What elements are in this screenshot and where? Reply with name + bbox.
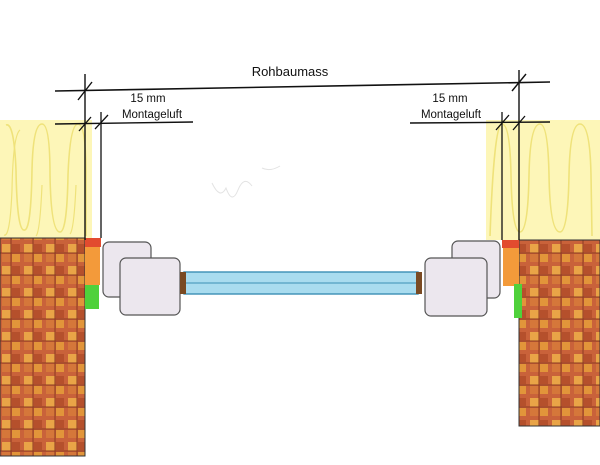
foam-right — [503, 248, 519, 286]
glass-pane — [180, 271, 422, 295]
dimension-left-gap — [54, 112, 194, 238]
seal-green-right — [514, 284, 522, 318]
right-gap-value: 15 mm — [432, 93, 467, 105]
brick-wall-right — [518, 239, 600, 427]
window-frame-right — [424, 240, 501, 317]
sketch-marks — [211, 165, 281, 198]
insulation-left — [0, 120, 92, 238]
seal-red-left — [85, 238, 101, 247]
title-rohbaumass: Rohbaumass — [252, 64, 329, 79]
glass-spacer-left — [180, 272, 186, 294]
joint-right — [502, 240, 522, 318]
seal-green-left — [85, 285, 99, 309]
glass-spacer-right — [416, 272, 422, 294]
insulation-right — [486, 120, 600, 240]
dimension-right-gap — [409, 112, 551, 240]
left-gap-value: 15 mm — [130, 93, 165, 105]
dimension-rohbaumass — [54, 70, 551, 240]
left-gap-label: Montageluft — [122, 109, 183, 121]
foam-left — [85, 247, 100, 285]
right-gap-label: Montageluft — [421, 109, 482, 121]
seal-red-right — [502, 240, 519, 248]
brick-wall-left — [0, 237, 86, 457]
window-frame-left — [102, 241, 181, 316]
joint-left — [85, 238, 101, 309]
